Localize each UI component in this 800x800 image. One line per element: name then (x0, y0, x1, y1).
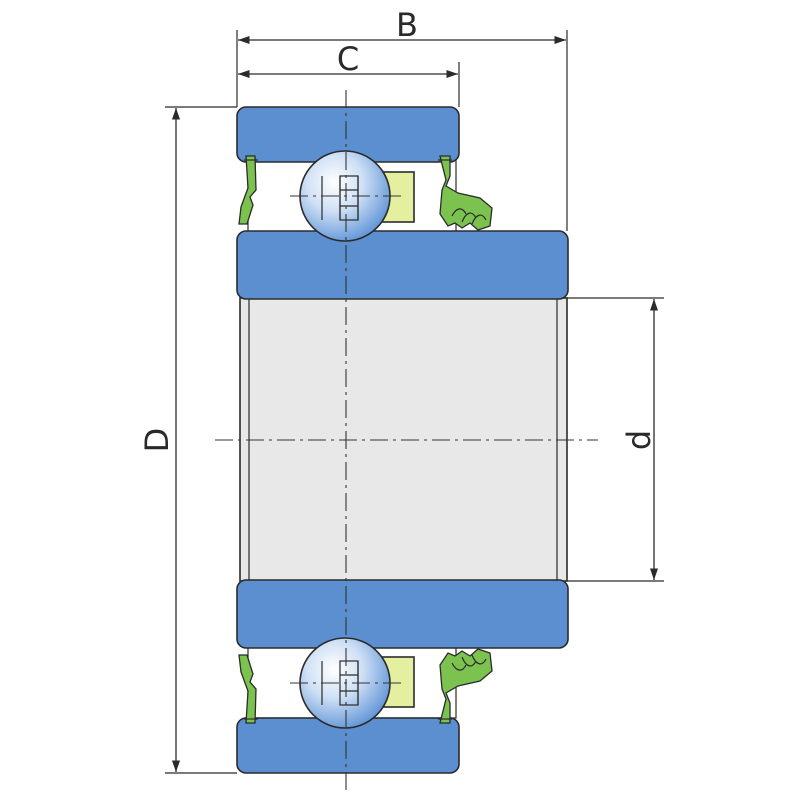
seal-left-bottom (238, 654, 258, 724)
inner-ring-top (236, 230, 569, 300)
label-D: D (138, 428, 176, 453)
label-d: d (620, 430, 658, 450)
seal-right-top (438, 155, 493, 231)
label-C: C (337, 40, 359, 78)
cage-pocket-top (321, 175, 359, 221)
seal-right-bottom (438, 648, 493, 724)
extension-lines (165, 30, 664, 774)
inner-ring-bottom (236, 579, 569, 649)
label-B: B (396, 6, 418, 44)
seal-left-top (238, 155, 258, 225)
